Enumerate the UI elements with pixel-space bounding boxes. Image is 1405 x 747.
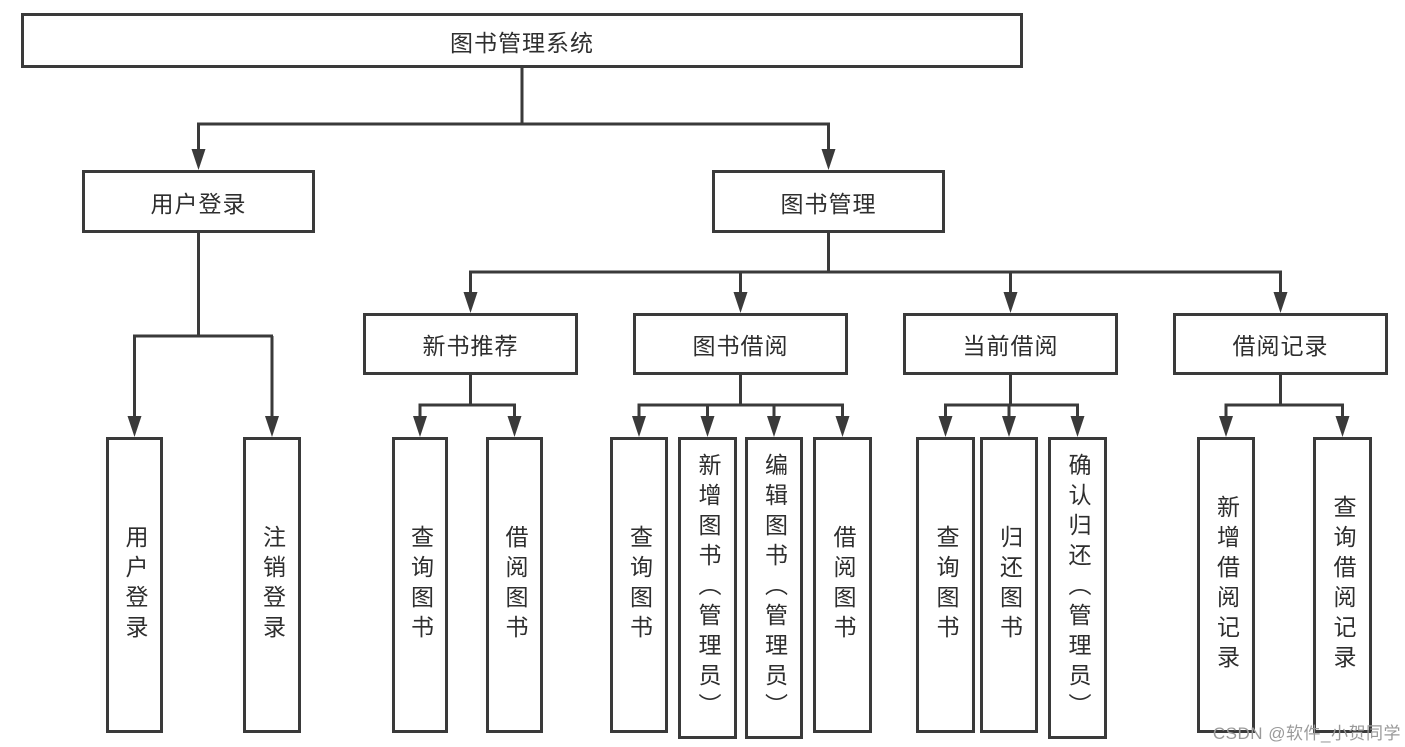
node-book-management-label: 图书管理 bbox=[780, 190, 877, 217]
leaf-borrow-book-2-label: 借阅图书 bbox=[830, 525, 856, 645]
connector-login-to-leaves bbox=[133, 233, 274, 420]
node-current-borrow: 当前借阅 bbox=[903, 313, 1118, 375]
leaf-query-book-2-label: 查询图书 bbox=[626, 525, 653, 645]
node-new-book-recommend: 新书推荐 bbox=[363, 313, 578, 375]
leaf-user-login-label: 用户登录 bbox=[122, 525, 148, 645]
leaf-query-book-3: 查询图书 bbox=[916, 437, 975, 733]
leaf-add-borrow-record: 新增借阅记录 bbox=[1197, 437, 1255, 733]
watermark-text: CSDN @软件_小贺同学 bbox=[1212, 724, 1401, 743]
leaf-query-book-2: 查询图书 bbox=[610, 437, 668, 733]
node-user-login: 用户登录 bbox=[82, 170, 315, 233]
connector-root-to-level2 bbox=[197, 68, 830, 153]
leaf-logout-label: 注销登录 bbox=[259, 525, 286, 645]
leaf-return-book-label: 归还图书 bbox=[996, 525, 1023, 645]
node-book-borrow: 图书借阅 bbox=[633, 313, 848, 375]
leaf-query-borrow-record: 查询借阅记录 bbox=[1313, 437, 1372, 733]
connector-record-to-leaves bbox=[1224, 375, 1344, 420]
leaf-add-book-admin-label: 新增图书（管理员） bbox=[695, 453, 721, 723]
leaf-query-borrow-record-label: 查询借阅记录 bbox=[1330, 495, 1356, 675]
node-user-login-label: 用户登录 bbox=[150, 190, 247, 217]
leaf-return-book: 归还图书 bbox=[980, 437, 1038, 733]
leaf-query-book-1-label: 查询图书 bbox=[407, 525, 434, 645]
node-current-borrow-label: 当前借阅 bbox=[962, 333, 1059, 359]
connector-borrow-to-leaves bbox=[637, 375, 844, 420]
node-borrow-record: 借阅记录 bbox=[1173, 313, 1388, 375]
leaf-edit-book-admin-label: 编辑图书（管理员） bbox=[761, 453, 788, 723]
connector-new-to-leaves bbox=[418, 375, 516, 420]
node-book-borrow-label: 图书借阅 bbox=[692, 333, 789, 359]
connector-current-to-leaves bbox=[944, 375, 1079, 420]
leaf-add-borrow-record-label: 新增借阅记录 bbox=[1213, 495, 1240, 675]
leaf-query-book-1: 查询图书 bbox=[392, 437, 448, 733]
leaf-borrow-book-1-label: 借阅图书 bbox=[502, 525, 528, 645]
leaf-borrow-book-1: 借阅图书 bbox=[486, 437, 543, 733]
leaf-add-book-admin: 新增图书（管理员） bbox=[678, 437, 737, 739]
node-borrow-record-label: 借阅记录 bbox=[1232, 333, 1329, 359]
node-new-book-recommend-label: 新书推荐 bbox=[422, 333, 519, 359]
leaf-confirm-return-admin: 确认归还（管理员） bbox=[1048, 437, 1107, 739]
node-root-system: 图书管理系统 bbox=[21, 13, 1023, 68]
leaf-edit-book-admin: 编辑图书（管理员） bbox=[745, 437, 803, 739]
leaf-borrow-book-2: 借阅图书 bbox=[813, 437, 872, 733]
node-book-management: 图书管理 bbox=[712, 170, 945, 233]
arrowheads bbox=[127, 149, 1350, 437]
leaf-query-book-3-label: 查询图书 bbox=[933, 525, 959, 645]
leaf-logout: 注销登录 bbox=[243, 437, 301, 733]
node-root-label: 图书管理系统 bbox=[450, 29, 594, 56]
leaf-user-login: 用户登录 bbox=[106, 437, 163, 733]
leaf-confirm-return-admin-label: 确认归还（管理员） bbox=[1065, 453, 1091, 723]
connector-mgmt-to-level3 bbox=[469, 233, 1282, 296]
watermark: CSDN @软件_小贺同学 bbox=[1213, 719, 1401, 744]
